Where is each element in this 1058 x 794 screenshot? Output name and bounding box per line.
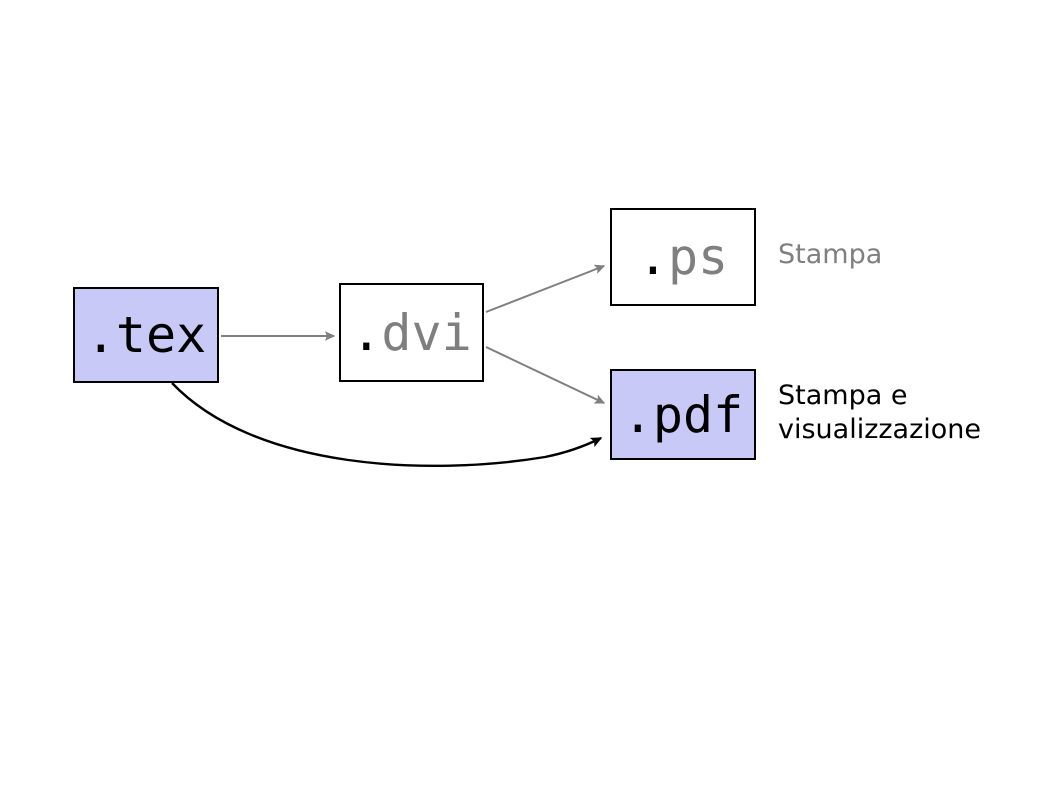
annotation-stampa-visualizzazione: Stampa e visualizzazione [778,380,982,446]
node-dvi-dot: . [351,303,382,362]
annotation-stampa: Stampa [778,239,883,270]
edge-tex-to-pdf [171,382,603,468]
node-dvi-name: dvi [381,303,472,362]
edge-dvi-to-ps [485,264,606,313]
node-tex-name: tex [115,306,207,364]
node-tex[interactable]: .tex [73,287,219,383]
node-tex-dot: . [85,306,116,364]
node-ps-dot: . [637,228,668,286]
node-pdf[interactable]: .pdf [610,369,756,460]
edge-dvi-to-pdf [485,346,606,404]
node-ps[interactable]: .ps [610,208,756,306]
node-pdf-dot: . [622,385,653,444]
node-ps-name: ps [667,228,729,286]
node-pdf-name: pdf [652,385,744,444]
node-dvi[interactable]: .dvi [339,283,484,382]
